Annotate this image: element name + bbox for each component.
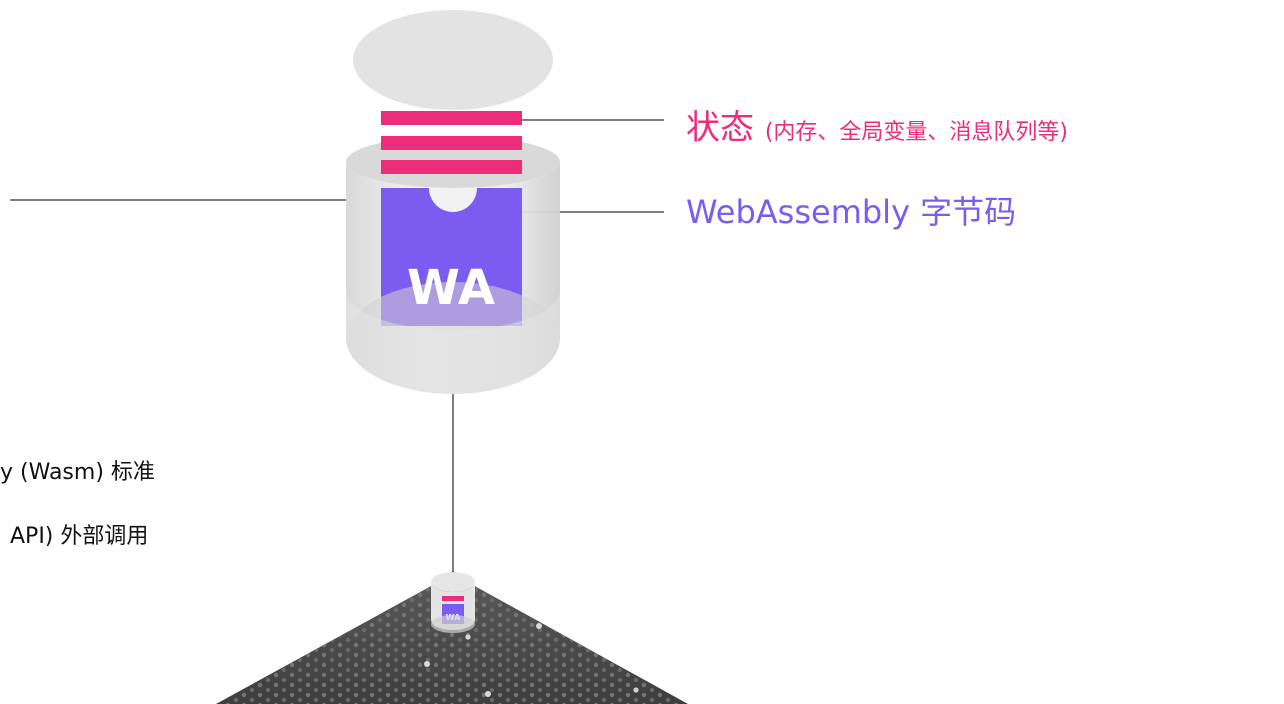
- platform-dot-grid: [216, 574, 688, 704]
- small-wasm-container: WA: [431, 572, 475, 633]
- platform-light-dot: [424, 661, 430, 667]
- wasm-container: WA: [346, 10, 560, 394]
- container-glass-overlay: [346, 290, 560, 394]
- state-stripe-top: [381, 111, 522, 125]
- state-label-detail: (内存、全局变量、消息队列等): [764, 120, 1068, 145]
- platform: [216, 574, 688, 704]
- small-state-stripes: [442, 596, 464, 601]
- wa-logo: WA: [407, 260, 495, 316]
- state-label-main: 状态: [686, 108, 754, 148]
- state-stripe-middle: [381, 136, 522, 150]
- platform-light-dot: [633, 687, 639, 693]
- container-base-shadow: [347, 282, 559, 394]
- platform-light-dot: [485, 691, 491, 697]
- state-stripe-bottom: [381, 160, 522, 174]
- external-api-label: API) 外部调用: [10, 524, 149, 549]
- small-container-base: [431, 615, 475, 633]
- state-label: 状态 (内存、全局变量、消息队列等): [686, 104, 1068, 157]
- platform-light-dot: [536, 623, 542, 629]
- small-container-top: [431, 572, 475, 592]
- container-lid: [353, 10, 553, 110]
- platform-light-dot: [465, 634, 471, 640]
- wasm-standard-label: y (Wasm) 标准: [0, 460, 155, 485]
- bytecode-label: WebAssembly 字节码: [686, 193, 1017, 231]
